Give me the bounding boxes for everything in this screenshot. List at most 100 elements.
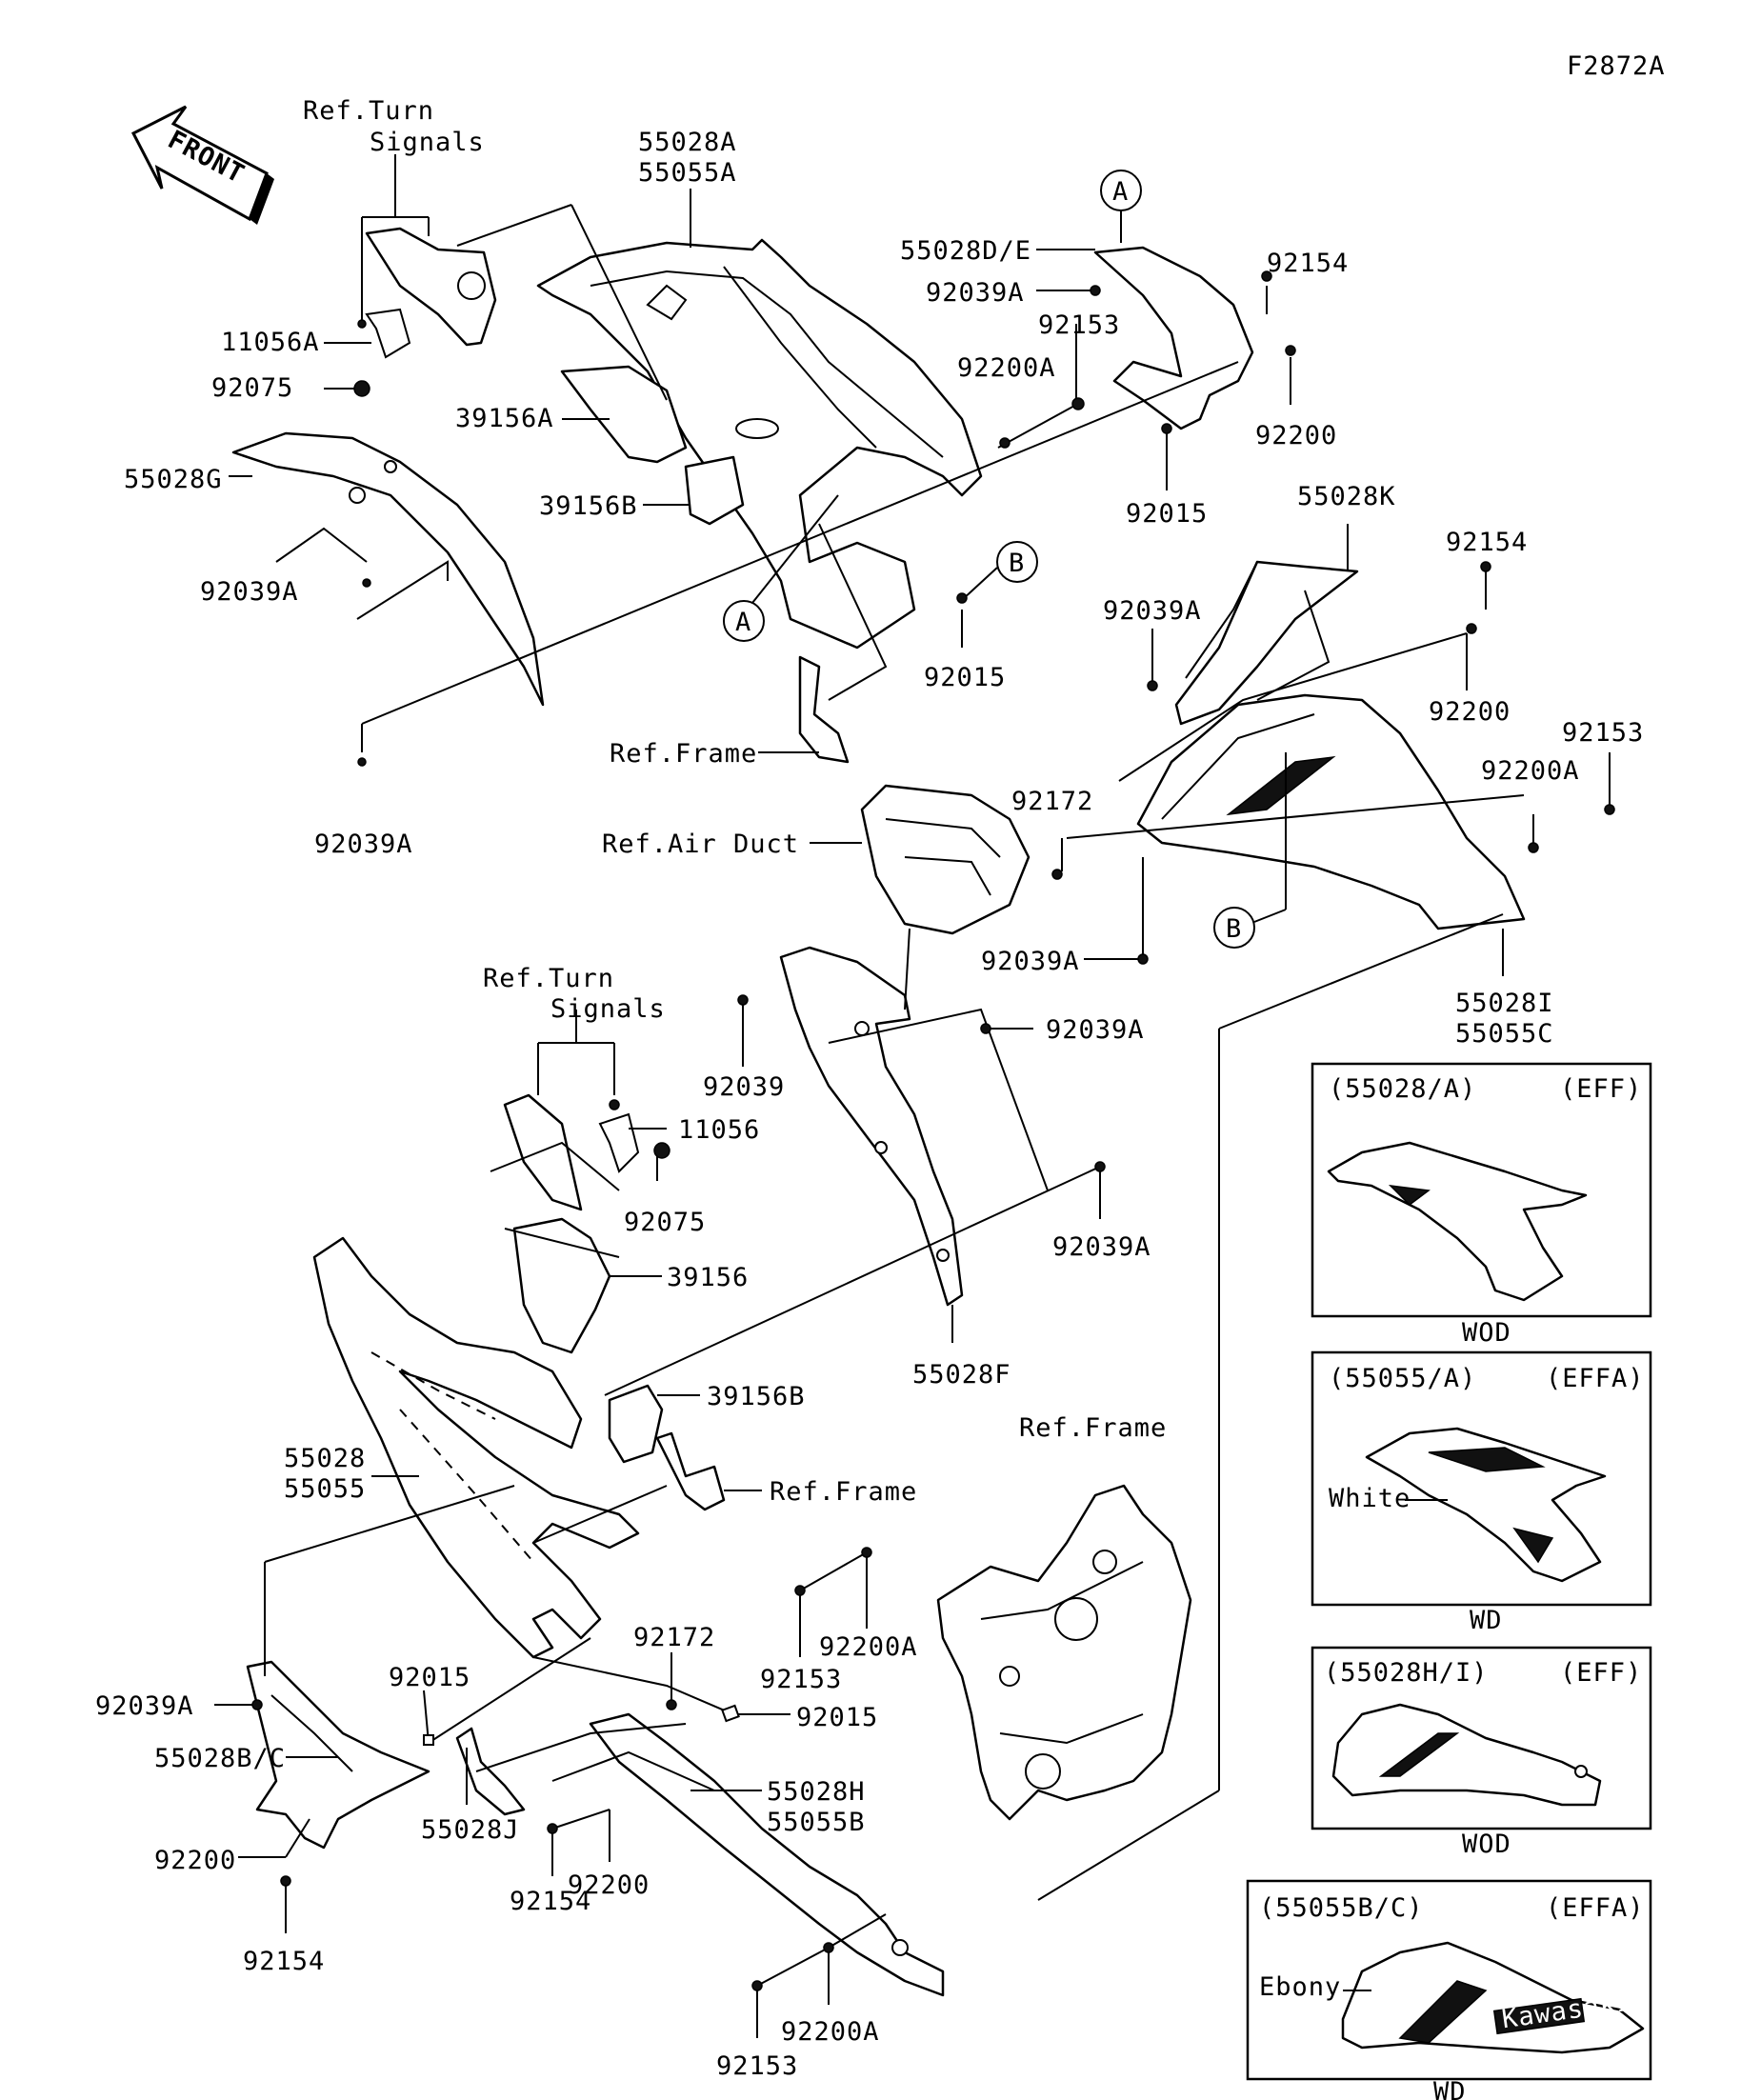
inset-code: (EFFA) bbox=[1546, 1893, 1645, 1923]
label-55028j: 55028J bbox=[421, 1815, 520, 1845]
label-55055: 55055 bbox=[284, 1474, 366, 1504]
inset-box-55055bc: (55055B/C) (EFFA) Kawasaki Ebony WD bbox=[1246, 1879, 1652, 2100]
label-92039a-de: 92039A bbox=[926, 278, 1025, 308]
label-55028f: 55028F bbox=[912, 1360, 1011, 1390]
inset-part: (55055/A) bbox=[1329, 1364, 1476, 1393]
inset-note: White bbox=[1329, 1484, 1411, 1513]
piece-55028j bbox=[455, 1727, 526, 1816]
label-92154-j: 92154 bbox=[510, 1887, 591, 1916]
label-92200a-top: 92200A bbox=[957, 353, 1056, 383]
lower-cowl-55028h bbox=[589, 1712, 945, 1997]
label-ref-turn-signals-b1: Ref.Turn bbox=[483, 964, 614, 993]
label-55028k: 55028K bbox=[1297, 482, 1396, 511]
inner-cowl-55028f bbox=[779, 946, 964, 1307]
frame-bracket-middle bbox=[655, 1431, 726, 1511]
inset-code: (EFFA) bbox=[1546, 1364, 1645, 1393]
label-ref-turn-signals-b2: Signals bbox=[550, 994, 666, 1024]
callout-a-top: A bbox=[1100, 170, 1142, 211]
label-55028bc: 55028B/C bbox=[154, 1744, 286, 1773]
label-92039a-k: 92039A bbox=[1103, 596, 1202, 626]
part-labels: Ref.Turn Signals 11056A 92075 55028A 550… bbox=[95, 96, 1644, 2081]
label-92200-k: 92200 bbox=[1429, 697, 1511, 727]
inset-note: Ebony bbox=[1259, 1972, 1341, 2002]
inset-code: (EFF) bbox=[1560, 1074, 1642, 1104]
label-92039a-f2: 92039A bbox=[1052, 1232, 1151, 1262]
label-ref-frame-bottom: Ref.Frame bbox=[770, 1477, 917, 1507]
callout-b-mid: B bbox=[1213, 907, 1255, 949]
label-55028: 55028 bbox=[284, 1444, 366, 1473]
inset-part: (55028/A) bbox=[1329, 1074, 1476, 1104]
label-92154-bc: 92154 bbox=[243, 1947, 325, 1976]
label-92154-top: 92154 bbox=[1267, 249, 1349, 278]
label-92039a-bc: 92039A bbox=[95, 1691, 194, 1721]
label-55028i: 55028I bbox=[1455, 989, 1554, 1018]
label-92153-bottom: 92153 bbox=[716, 2051, 798, 2081]
inset-code: (EFF) bbox=[1560, 1658, 1642, 1688]
inset-box-55028a: (55028/A) (EFF) WOD bbox=[1311, 1062, 1652, 1348]
panel-39156 bbox=[512, 1217, 611, 1354]
label-92153-mid: 92153 bbox=[760, 1665, 842, 1694]
inset-color: WD bbox=[1433, 2077, 1467, 2100]
label-ref-turn-signals-1: Ref.Turn bbox=[303, 96, 434, 126]
label-55028g: 55028G bbox=[124, 465, 223, 494]
inset-box-55028hi: (55028H/I) (EFF) WOD bbox=[1311, 1646, 1652, 1859]
svg-text:B: B bbox=[1226, 914, 1242, 944]
label-92039a-bottom-left: 92039A bbox=[314, 830, 413, 859]
leader-lines bbox=[214, 154, 1611, 2038]
label-92200-j: 92200 bbox=[568, 1870, 650, 1900]
main-frame bbox=[936, 1484, 1192, 1821]
label-39156b-top: 39156B bbox=[539, 491, 638, 521]
label-92015-b2: 92015 bbox=[796, 1703, 878, 1732]
inset-part: (55028H/I) bbox=[1324, 1658, 1489, 1688]
label-92075: 92075 bbox=[624, 1208, 706, 1237]
label-92039a-airduct: 92039A bbox=[981, 947, 1080, 976]
panel-39156b bbox=[684, 455, 745, 526]
inset-color: WOD bbox=[1462, 1318, 1511, 1348]
panel-55028k bbox=[1174, 560, 1359, 726]
panel-39156a bbox=[560, 365, 688, 464]
panel-39156b-lower bbox=[608, 1384, 664, 1464]
diagram-code: F2872A bbox=[1567, 51, 1666, 81]
label-92015-mid: 92015 bbox=[924, 663, 1006, 692]
label-92039a-f1: 92039A bbox=[1046, 1015, 1145, 1045]
label-55028h: 55028H bbox=[767, 1777, 866, 1807]
label-39156b: 39156B bbox=[707, 1382, 806, 1411]
callout-a-mid: A bbox=[723, 600, 765, 642]
label-39156a: 39156A bbox=[455, 404, 554, 433]
air-duct bbox=[860, 784, 1031, 935]
fasteners bbox=[251, 270, 1615, 1991]
label-92172-top: 92172 bbox=[1011, 787, 1093, 816]
inset-box-55055a: (55055/A) (EFFA) White WD bbox=[1311, 1350, 1652, 1635]
label-55028a: 55028A bbox=[638, 128, 737, 157]
label-55028de: 55028D/E bbox=[900, 236, 1031, 266]
label-11056: 11056 bbox=[678, 1115, 760, 1145]
label-92039: 92039 bbox=[703, 1072, 785, 1102]
label-ref-turn-signals-2: Signals bbox=[370, 128, 485, 157]
svg-text:B: B bbox=[1009, 549, 1025, 578]
label-92039a-left: 92039A bbox=[200, 577, 299, 607]
label-92154-k: 92154 bbox=[1446, 528, 1528, 557]
label-92015-top: 92015 bbox=[1126, 499, 1208, 529]
svg-text:A: A bbox=[735, 608, 751, 637]
label-92153-top: 92153 bbox=[1038, 310, 1120, 340]
label-92172-bottom: 92172 bbox=[633, 1623, 715, 1652]
label-ref-frame-top: Ref.Frame bbox=[610, 739, 757, 769]
inset-color: WD bbox=[1470, 1606, 1503, 1635]
inset-color: WOD bbox=[1462, 1830, 1511, 1859]
label-55055c: 55055C bbox=[1455, 1019, 1554, 1049]
inner-panel-55028g bbox=[231, 431, 545, 707]
label-55055b: 55055B bbox=[767, 1808, 866, 1837]
label-92075-top: 92075 bbox=[211, 373, 293, 403]
label-92153-k: 92153 bbox=[1562, 718, 1644, 748]
label-92200-top: 92200 bbox=[1255, 421, 1337, 450]
main-cowl-55028 bbox=[312, 1236, 640, 1659]
inset-part: (55055B/C) bbox=[1259, 1893, 1424, 1923]
panel-55028de bbox=[1093, 246, 1254, 430]
turn-signal-lower bbox=[503, 1093, 640, 1211]
label-39156: 39156 bbox=[667, 1263, 749, 1292]
svg-text:A: A bbox=[1112, 177, 1129, 207]
label-92015-b1: 92015 bbox=[389, 1663, 470, 1692]
label-92200-bc: 92200 bbox=[154, 1846, 236, 1875]
turn-signal-upper bbox=[365, 227, 497, 359]
